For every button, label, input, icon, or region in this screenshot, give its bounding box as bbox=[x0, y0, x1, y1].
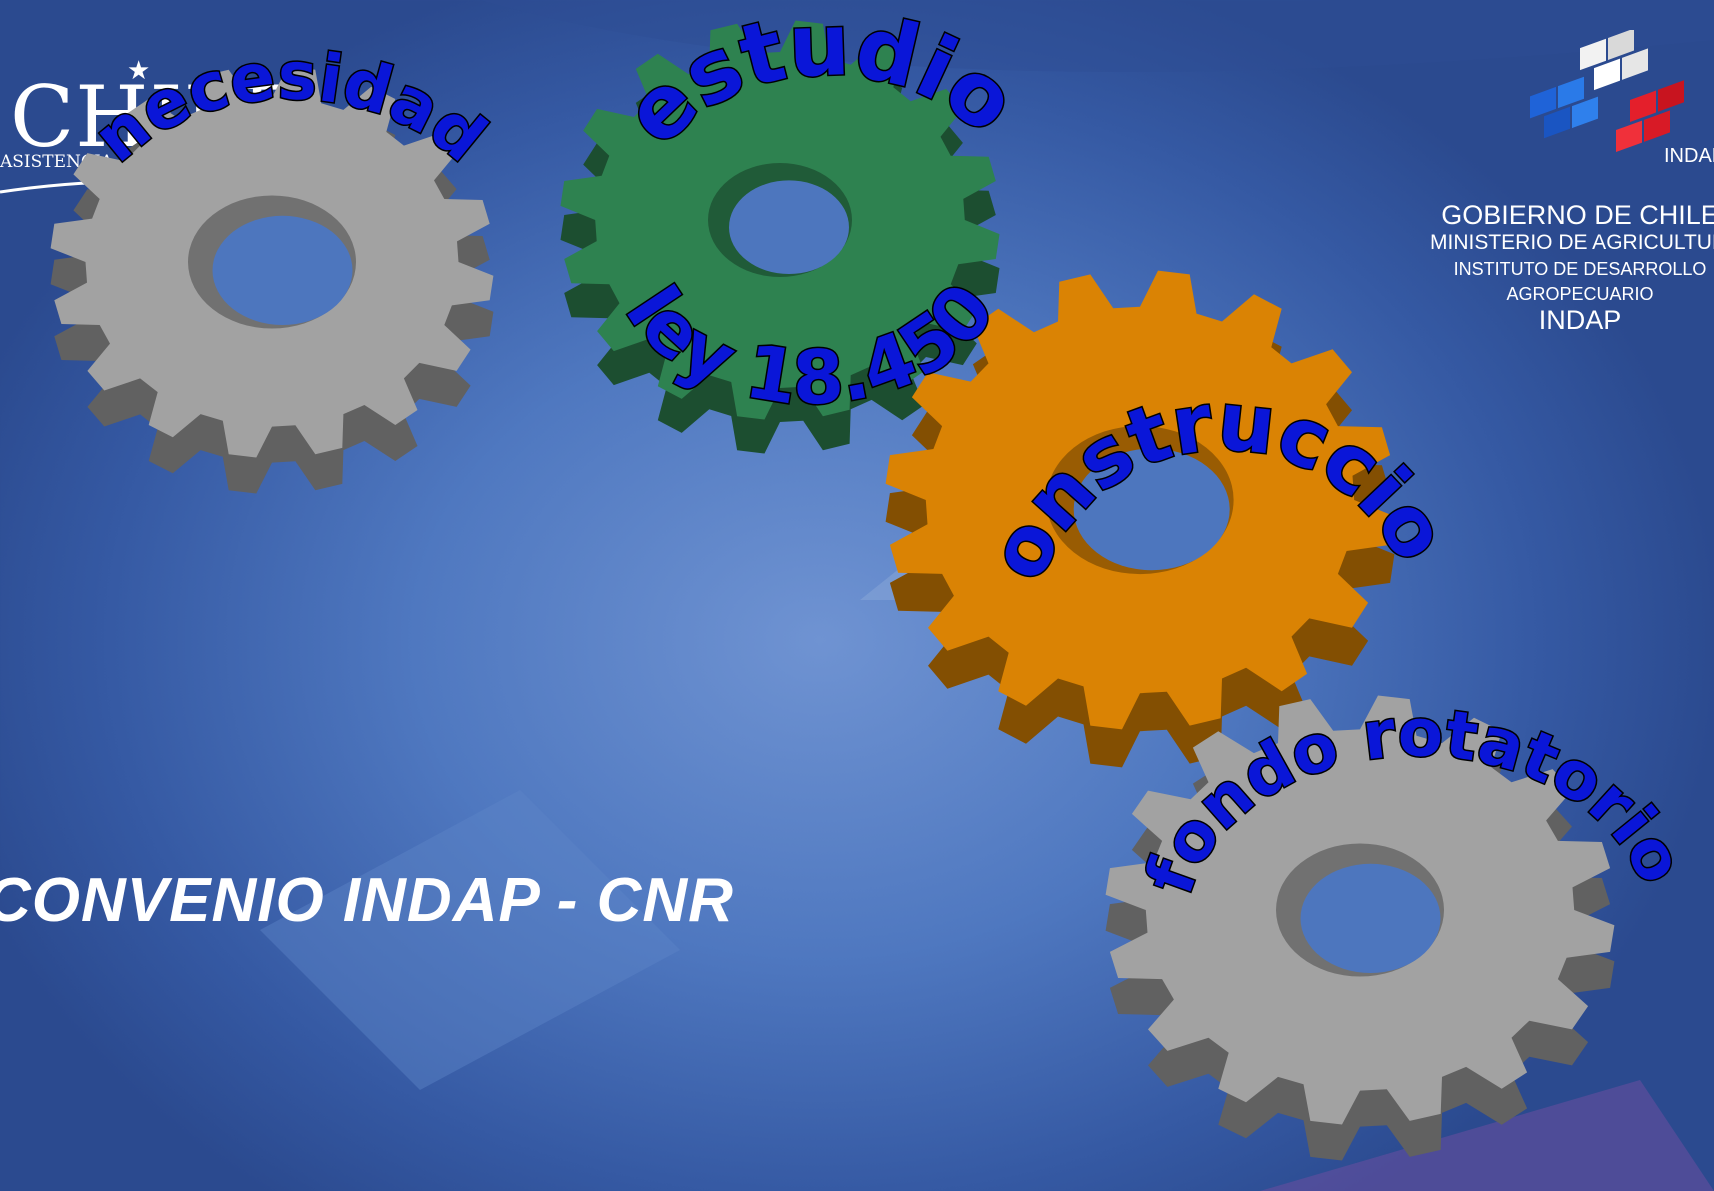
gear-fondo-rotatorio bbox=[1105, 695, 1615, 1161]
bg-corner-shape bbox=[1260, 1080, 1714, 1191]
indap-logo-icon bbox=[1530, 30, 1684, 153]
gov-line-4: AGROPECUARIO bbox=[1506, 284, 1654, 304]
gov-line-3: INSTITUTO DE DESARROLLO bbox=[1453, 259, 1707, 279]
star-icon: ★ bbox=[127, 56, 151, 86]
gear-hole-shape bbox=[1300, 863, 1441, 974]
gear-hole-shape bbox=[729, 180, 849, 274]
indap-mark-label: INDAP bbox=[1664, 145, 1714, 167]
gear-hole-shape bbox=[1073, 448, 1230, 571]
gear-necesidad bbox=[50, 66, 494, 494]
government-caption: GOBIERNO DE CHILE MINISTERIO DE AGRICULT… bbox=[1430, 200, 1714, 336]
slide-title: CONVENIO INDAP - CNR bbox=[0, 866, 734, 935]
gov-line-1: GOBIERNO DE CHILE bbox=[1441, 200, 1714, 230]
indap-cubes-icon bbox=[1530, 30, 1684, 153]
gear-construccion bbox=[885, 270, 1395, 768]
gov-line-2: MINISTERIO DE AGRICULTURA bbox=[1430, 231, 1714, 254]
gear-hole-shape bbox=[212, 215, 353, 325]
bg-diamond-shape bbox=[260, 790, 680, 1090]
gov-line-5: INDAP bbox=[1538, 305, 1622, 335]
gear-estudio bbox=[560, 20, 1000, 454]
